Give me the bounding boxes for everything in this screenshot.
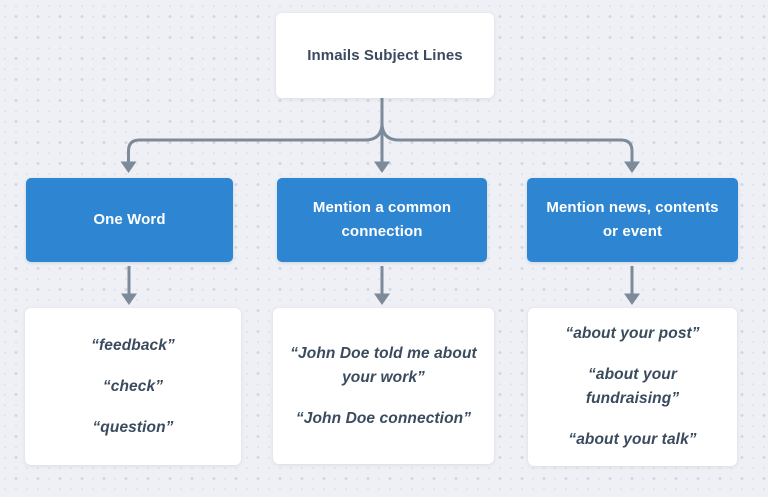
- example-line: “about your post”: [565, 325, 700, 342]
- arrowhead-examples-center: [374, 293, 390, 305]
- branch-node-common-connection[interactable]: Mention a common connection: [277, 178, 487, 262]
- examples-box-common-connection[interactable]: “John Doe told me about your work” “John…: [273, 308, 494, 464]
- arrowhead-right: [624, 161, 640, 173]
- branch-node-label: Mention news, contents or event: [546, 199, 719, 240]
- example-line: “about your fundraising”: [585, 366, 680, 407]
- example-line: “feedback”: [91, 336, 175, 354]
- example-line: “John Doe connection”: [295, 409, 472, 427]
- branch-node-label: One Word: [93, 211, 166, 228]
- connector-branch-right: [380, 122, 634, 162]
- example-line: “John Doe told me about your work”: [290, 344, 477, 386]
- branch-node-one-word[interactable]: One Word: [26, 178, 233, 262]
- examples-box-news-contents-event[interactable]: “about your post” “about your fundraisin…: [528, 308, 737, 466]
- root-node-label: Inmails Subject Lines: [307, 47, 463, 64]
- root-node[interactable]: Inmails Subject Lines: [276, 13, 494, 98]
- arrowhead-examples-right: [624, 293, 640, 305]
- branch-node-news-contents-event[interactable]: Mention news, contents or event: [527, 178, 738, 262]
- example-line: “about your talk”: [568, 431, 697, 448]
- arrowhead-examples-left: [121, 293, 137, 305]
- arrowhead-left: [120, 161, 137, 173]
- arrowhead-center: [374, 161, 390, 173]
- examples-box-one-word[interactable]: “feedback” “check” “question”: [25, 308, 241, 465]
- branch-node-label: Mention a common connection: [312, 199, 452, 240]
- example-line: “question”: [92, 418, 174, 436]
- example-line: “check”: [102, 377, 164, 395]
- connector-branch-left: [127, 122, 384, 162]
